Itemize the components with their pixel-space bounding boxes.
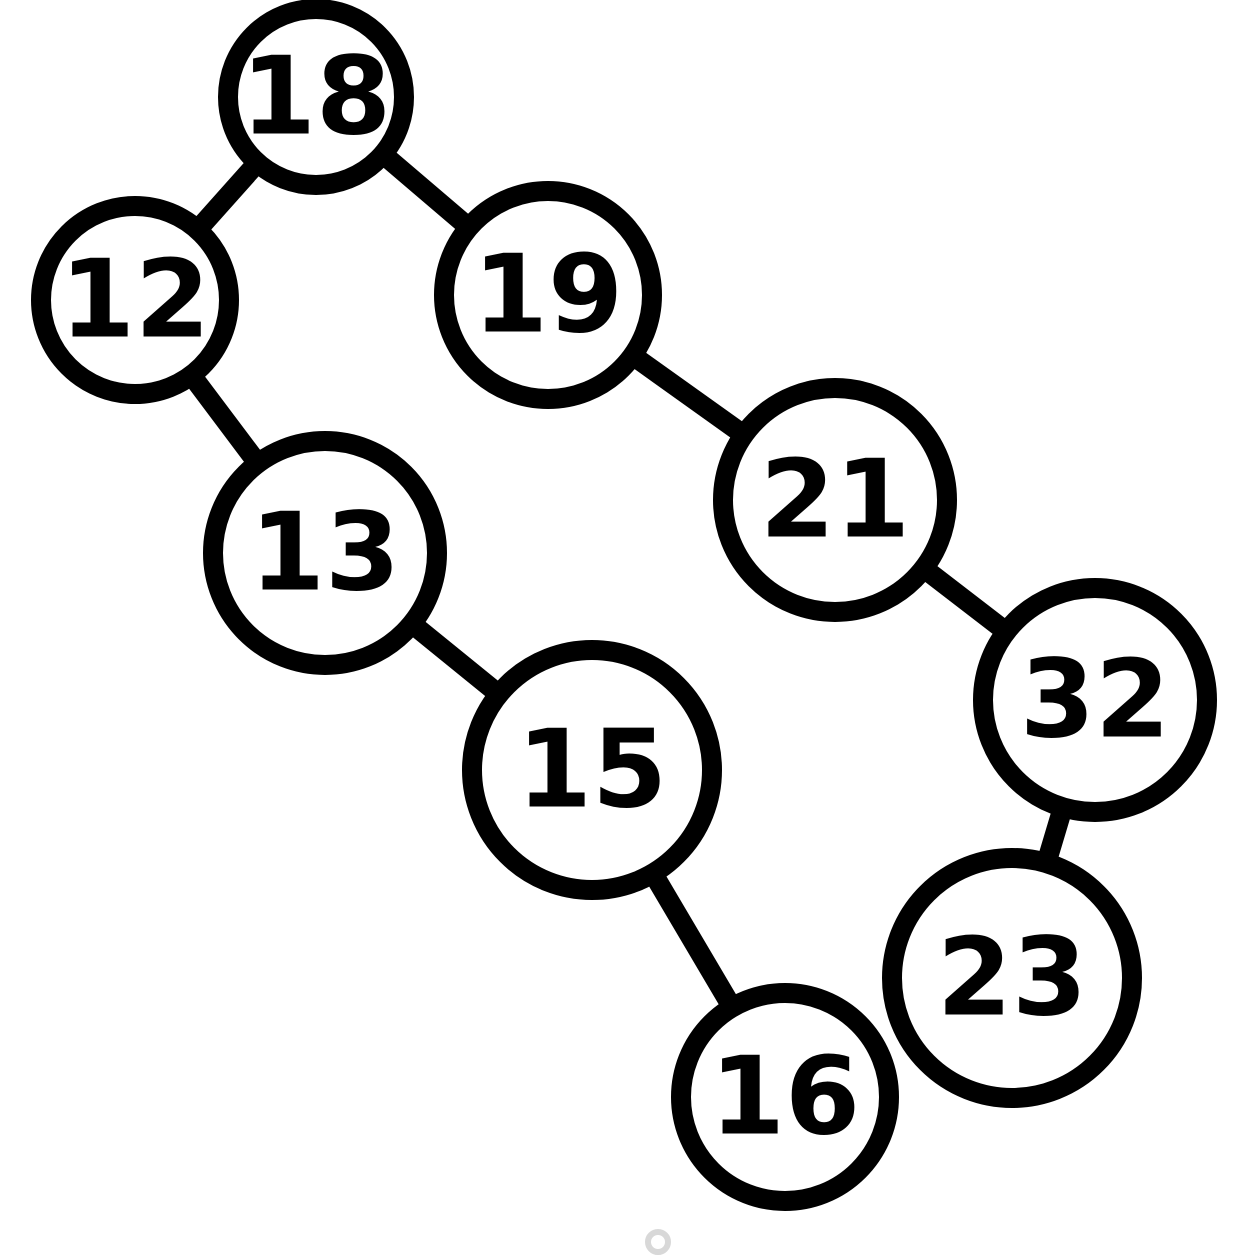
node-circle xyxy=(462,640,722,900)
tree-node-18: 18 xyxy=(218,0,414,195)
node-circle xyxy=(973,578,1217,822)
node-circle xyxy=(671,983,899,1211)
tree-node-12: 12 xyxy=(31,196,239,404)
node-label: 32 xyxy=(1020,638,1170,763)
node-label: 15 xyxy=(517,708,667,833)
node-circle xyxy=(218,0,414,195)
node-label: 23 xyxy=(937,916,1087,1041)
tree-node-13: 13 xyxy=(203,431,447,675)
tree-node-23: 23 xyxy=(882,848,1142,1108)
node-label: 13 xyxy=(250,491,400,616)
tree-node-15: 15 xyxy=(462,640,722,900)
node-circle xyxy=(434,181,662,409)
tree-node-19: 19 xyxy=(434,181,662,409)
faint-marks xyxy=(645,1229,671,1255)
faint-circle-mark xyxy=(645,1229,671,1255)
node-label: 18 xyxy=(241,35,391,160)
node-circle xyxy=(713,378,957,622)
node-label: 19 xyxy=(473,233,623,358)
node-circle xyxy=(31,196,239,404)
tree-node-16: 16 xyxy=(671,983,899,1211)
node-label: 12 xyxy=(60,238,210,363)
node-label: 21 xyxy=(760,438,910,563)
node-circle xyxy=(882,848,1142,1108)
tree-node-32: 32 xyxy=(973,578,1217,822)
node-circle xyxy=(203,431,447,675)
node-label: 16 xyxy=(710,1035,860,1160)
tree-node-21: 21 xyxy=(713,378,957,622)
